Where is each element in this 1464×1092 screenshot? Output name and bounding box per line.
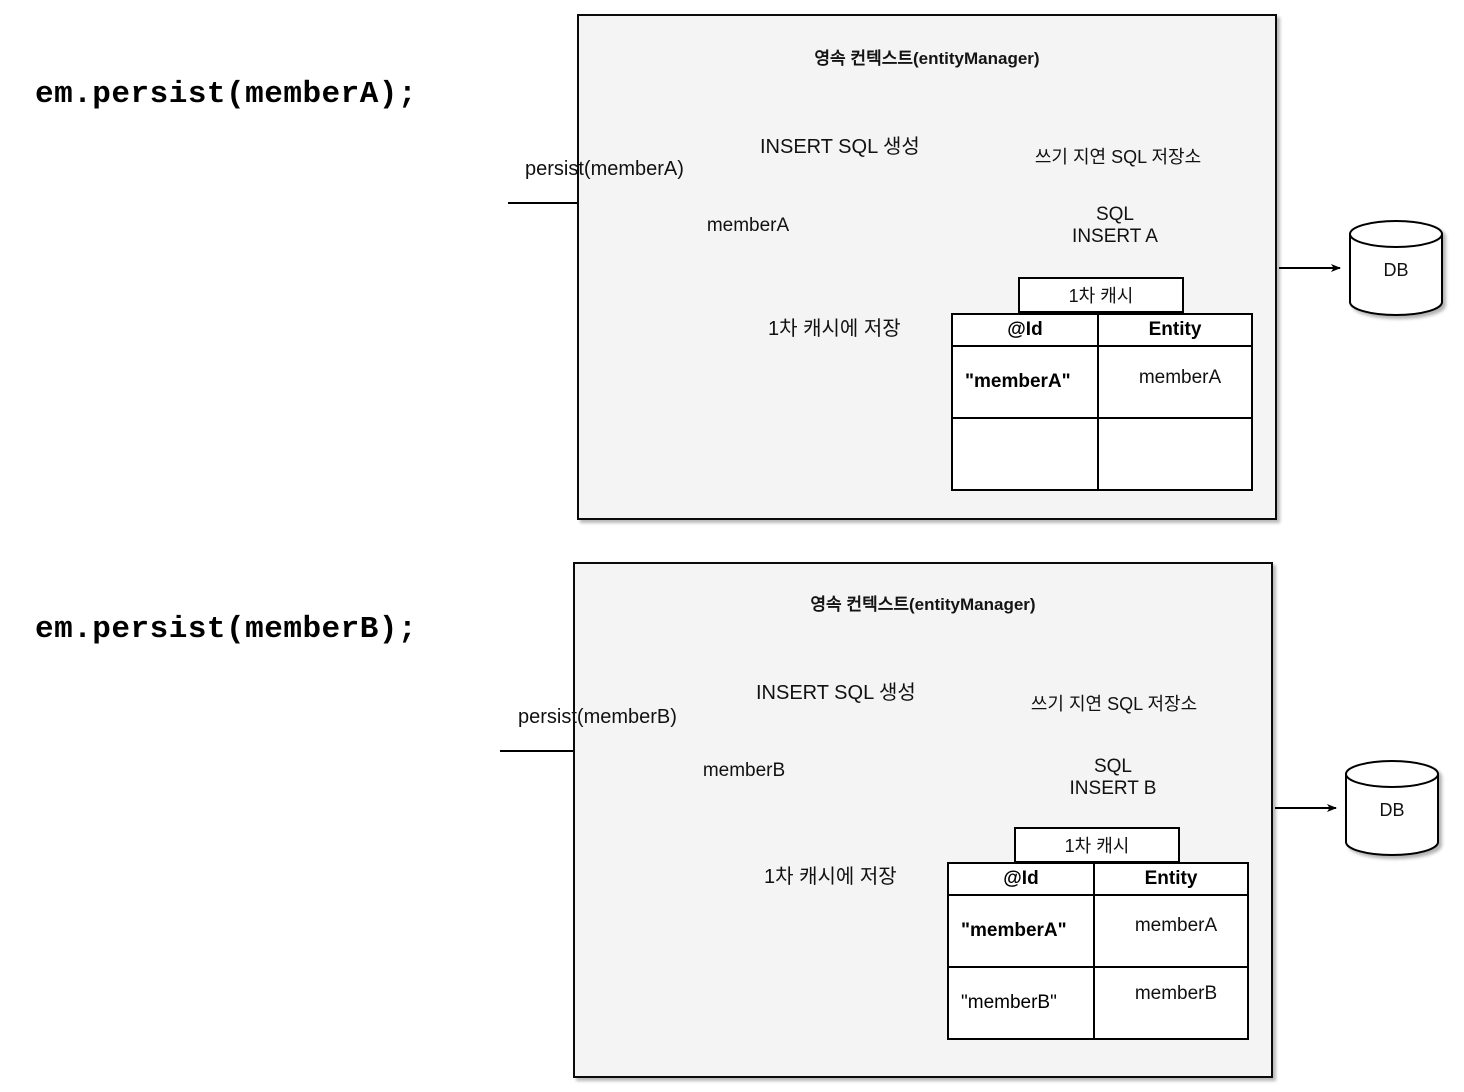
cache-entity-label-2-a: memberA (1134, 915, 1218, 936)
entity-node-label-1: memberA (706, 215, 790, 236)
cache-cell-id: "memberA" (951, 345, 1099, 419)
sql-box-line-2: INSERT B (1069, 777, 1157, 799)
sql-store-label-2: 쓰기 지연 SQL 저장소 (1030, 694, 1198, 714)
sql-box-line-1: SQL (1095, 204, 1135, 225)
first-level-cache-table-1: @Id Entity "memberA" (951, 313, 1253, 491)
table-row: "memberA" (951, 345, 1253, 419)
cache-cell-entity (1093, 966, 1249, 1040)
sql-box-line-2: INSERT A (1072, 225, 1158, 247)
panel-title-2: 영속 컨텍스트(entityManager) (810, 595, 1036, 614)
first-level-cache-table-2: @Id Entity "memberA" "memberB" (947, 862, 1249, 1040)
cache-cell-entity (1093, 894, 1249, 968)
persist-arrow-label-1: persist(memberA) (525, 158, 684, 180)
cache-cell-entity (1097, 417, 1253, 491)
cache-store-label-1: 1차 캐시에 저장 (768, 318, 901, 340)
cache-tab-2: 1차 캐시 (1014, 827, 1180, 863)
cache-table-header-row: @Id Entity (947, 862, 1249, 896)
cache-header-entity: Entity (1093, 862, 1249, 896)
table-row (951, 417, 1253, 491)
db-label-2: DB (1379, 800, 1405, 820)
cache-store-label-2: 1차 캐시에 저장 (764, 866, 897, 888)
insert-sql-label-2: INSERT SQL 생성 (756, 682, 916, 704)
cache-header-entity: Entity (1097, 313, 1253, 347)
sql-box-line-1: SQL (1093, 756, 1133, 777)
cache-cell-id: "memberB" (947, 966, 1095, 1040)
table-row: "memberA" (947, 894, 1249, 968)
code-title-2: em.persist(memberB); (35, 612, 418, 647)
code-title-1: em.persist(memberA); (35, 77, 418, 112)
db-label-1: DB (1383, 260, 1409, 280)
cache-header-id: @Id (951, 313, 1099, 347)
cache-cell-entity (1097, 345, 1253, 419)
cache-cell-id (951, 417, 1099, 491)
cache-table-header-row: @Id Entity (951, 313, 1253, 347)
entity-node-label-2: memberB (702, 760, 786, 781)
cache-cell-id: "memberA" (947, 894, 1095, 968)
sql-store-label-1: 쓰기 지연 SQL 저장소 (1034, 147, 1202, 167)
cache-entity-label-2-b: memberB (1134, 983, 1218, 1004)
cache-header-id: @Id (947, 862, 1095, 896)
persist-arrow-label-2: persist(memberB) (518, 706, 677, 728)
cache-tab-1: 1차 캐시 (1018, 277, 1184, 313)
panel-title-1: 영속 컨텍스트(entityManager) (814, 49, 1040, 68)
cache-entity-label-1-a: memberA (1138, 367, 1222, 388)
table-row: "memberB" (947, 966, 1249, 1040)
insert-sql-label-1: INSERT SQL 생성 (760, 136, 920, 158)
